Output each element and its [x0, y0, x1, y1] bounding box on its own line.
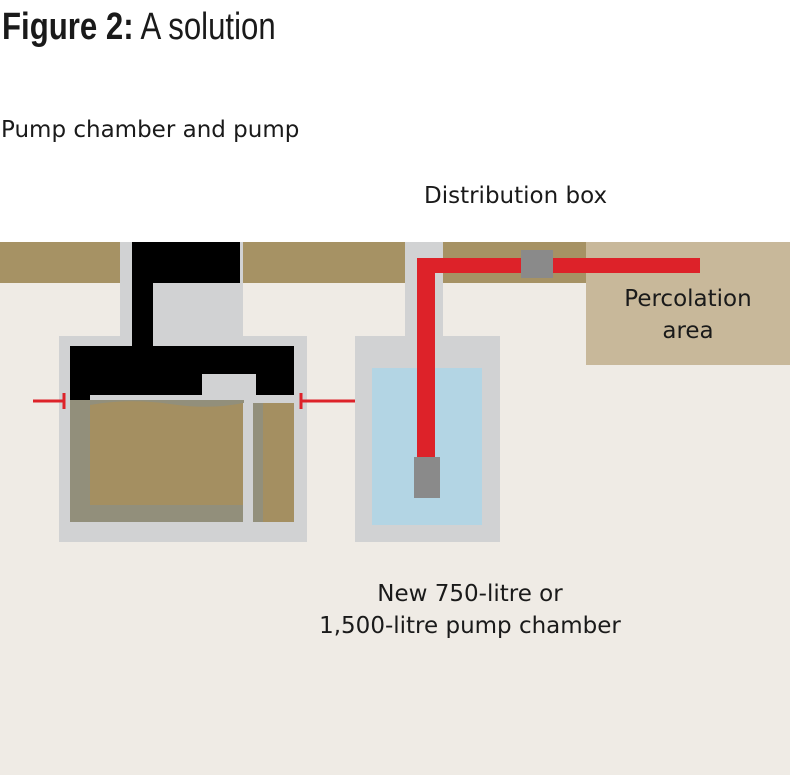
distribution-box	[521, 250, 553, 278]
label-pump-chamber: Pump chamber and pump	[1, 117, 300, 143]
label-distribution-box: Distribution box	[424, 183, 608, 209]
tank-sludge	[90, 401, 243, 505]
tank-baffle	[243, 403, 253, 522]
label-percolation-line1: Percolation	[624, 286, 752, 312]
septic-tank-lid	[70, 242, 294, 400]
figure-number: Figure 2:	[2, 6, 134, 48]
label-new-chamber-line1: New 750-litre or	[377, 581, 563, 607]
tank-right-grey	[253, 403, 263, 522]
soil-layer-middle	[243, 242, 406, 283]
figure-title-text: A solution	[140, 6, 276, 48]
soil-layer-left	[0, 242, 121, 283]
pump	[414, 457, 440, 498]
label-new-chamber-line2: 1,500-litre pump chamber	[319, 613, 621, 639]
label-new-chamber: New 750-litre or 1,500-litre pump chambe…	[290, 578, 650, 642]
figure-title: Figure 2: A solution	[2, 6, 276, 49]
label-percolation-area: Percolation area	[586, 283, 790, 347]
label-percolation-line2: area	[662, 318, 714, 344]
